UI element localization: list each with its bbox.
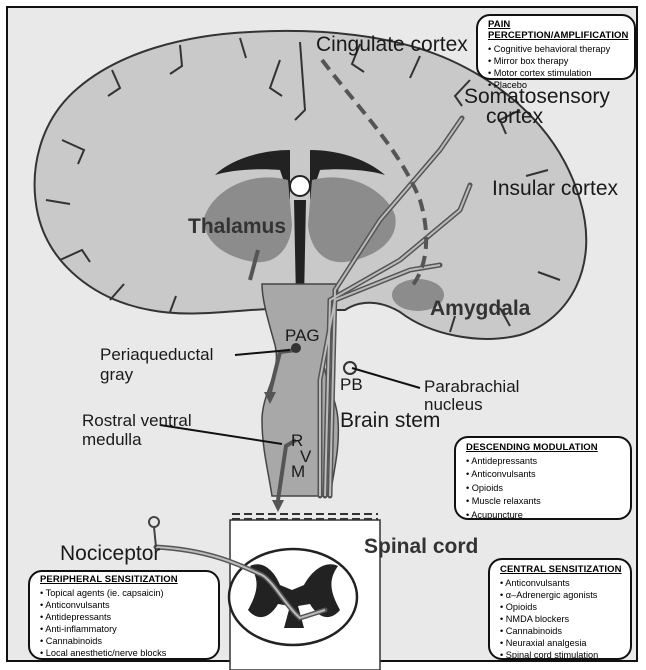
pain-item: Motor cortex stimulation <box>488 67 626 79</box>
label-cingulate-cortex: Cingulate cortex <box>316 34 468 56</box>
peripheral-sensitization-box: PERIPHERAL SENSITIZATION Topical agents … <box>28 570 220 660</box>
central-item: Cannabinoids <box>500 625 622 637</box>
label-rostral-ventral-medulla: medulla <box>82 431 142 449</box>
label-amygdala: Amygdala <box>430 298 530 320</box>
peripheral-sensitization-title: PERIPHERAL SENSITIZATION <box>40 574 210 585</box>
label-nociceptor: Nociceptor <box>60 543 160 565</box>
descending-item: Acupuncture <box>466 509 622 522</box>
descending-item: Muscle relaxants <box>466 495 622 508</box>
label-periaqueductal: Periaqueductal <box>100 346 213 364</box>
central-item: Anticonvulsants <box>500 577 622 589</box>
label-somatosensory-cortex: cortex <box>486 106 543 128</box>
label-thalamus: Thalamus <box>188 216 286 238</box>
label-pag: PAG <box>285 327 320 345</box>
peripheral-item: Local anesthetic/nerve blocks <box>40 647 210 659</box>
label-pb: PB <box>340 376 363 394</box>
pain-perception-box: PAIN PERCEPTION/AMPLIFICATION Cognitive … <box>476 14 636 80</box>
central-item: Neuraxial analgesia <box>500 637 622 649</box>
nociceptor-ending <box>149 517 159 527</box>
peripheral-item: Anti-inflammatory <box>40 623 210 635</box>
descending-modulation-box: DESCENDING MODULATION Antidepressants An… <box>454 436 632 520</box>
label-periaqueductal-gray: gray <box>100 366 133 384</box>
label-brain-stem: Brain stem <box>340 410 440 432</box>
central-sensitization-title: CENTRAL SENSITIZATION <box>500 564 622 575</box>
pain-item: Mirror box therapy <box>488 55 626 67</box>
central-item: α–Adrenergic agonists <box>500 589 622 601</box>
peripheral-item: Cannabinoids <box>40 635 210 647</box>
pain-perception-title: PAIN PERCEPTION/AMPLIFICATION <box>488 19 626 41</box>
descending-item: Antidepressants <box>466 455 622 468</box>
peripheral-item: Antidepressants <box>40 611 210 623</box>
pain-item: Placebo <box>488 79 626 91</box>
label-spinal-cord: Spinal cord <box>364 536 478 558</box>
central-sensitization-box: CENTRAL SENSITIZATION Anticonvulsants α–… <box>488 558 632 660</box>
descending-modulation-title: DESCENDING MODULATION <box>466 442 622 453</box>
pain-item: Cognitive behavioral therapy <box>488 43 626 55</box>
peripheral-item: Topical agents (ie. capsaicin) <box>40 587 210 599</box>
label-rostral-ventral: Rostral ventral <box>82 412 192 430</box>
descending-item: Anticonvulsants <box>466 468 622 481</box>
central-item: Opioids <box>500 601 622 613</box>
label-parabrachial: Parabrachial <box>424 378 519 396</box>
label-insular-cortex: Insular cortex <box>492 178 618 200</box>
descending-item: Opioids <box>466 482 622 495</box>
peripheral-item: Anticonvulsants <box>40 599 210 611</box>
central-item: NMDA blockers <box>500 613 622 625</box>
central-item: Spinal cord stimulation <box>500 649 622 661</box>
label-rvm-m: M <box>291 463 305 481</box>
